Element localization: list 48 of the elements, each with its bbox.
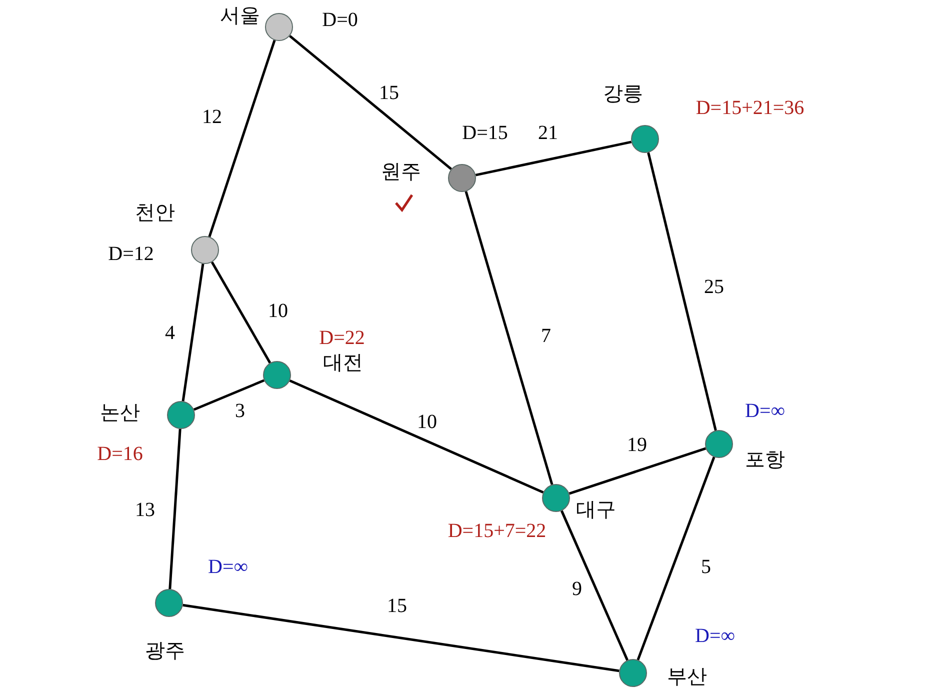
city-label: 광주 (145, 640, 185, 662)
city-label: 포항 (745, 449, 785, 471)
edge-label: 5 (701, 556, 711, 578)
edge-label: 3 (235, 400, 245, 422)
edge-label: 9 (572, 578, 582, 600)
city-label: 강릉 (603, 83, 643, 105)
edge-label: 19 (627, 434, 647, 456)
edge-line (464, 191, 554, 485)
distance-label: D=15+21=36 (696, 97, 804, 119)
edge-label: 15 (379, 82, 399, 104)
edge-line (647, 152, 717, 431)
edge-label: 15 (387, 595, 407, 617)
distance-label: D=15 (462, 122, 508, 144)
city-label: 대전 (323, 352, 363, 374)
edge-label: 12 (202, 106, 222, 128)
edge-line (289, 380, 544, 494)
city-label: 원주 (381, 161, 421, 183)
edge-line (289, 34, 452, 170)
city-label: 대구 (576, 499, 616, 521)
distance-label: D=16 (97, 443, 143, 465)
edge-line (182, 264, 204, 402)
city-label: 서울 (220, 5, 260, 27)
edge-line (168, 428, 182, 590)
edge-label: 10 (417, 411, 437, 433)
distance-label: D=22 (319, 327, 365, 349)
edge-line (560, 510, 628, 661)
edge-label: 10 (268, 300, 288, 322)
edge-line (475, 140, 632, 176)
distance-label: D=12 (108, 243, 154, 265)
edge-line (193, 379, 265, 411)
edge-label: 13 (135, 499, 155, 521)
edge-line (568, 447, 706, 495)
distance-label: D=∞ (208, 556, 248, 578)
distance-label: D=∞ (745, 400, 785, 422)
edge-line (208, 40, 276, 238)
city-label: 천안 (135, 202, 175, 224)
edge-label: 4 (165, 322, 175, 344)
edge-label: 21 (538, 122, 558, 144)
distance-label: D=∞ (695, 625, 735, 647)
city-label: 논산 (100, 402, 140, 424)
city-label: 부산 (667, 666, 707, 688)
distance-label: D=0 (322, 9, 358, 31)
edge-line (182, 604, 620, 672)
edge-label: 7 (541, 325, 551, 347)
distance-label: D=15+7=22 (448, 520, 546, 542)
edge-label: 25 (704, 276, 724, 298)
edge-line (636, 456, 716, 660)
edge-line (210, 262, 272, 364)
